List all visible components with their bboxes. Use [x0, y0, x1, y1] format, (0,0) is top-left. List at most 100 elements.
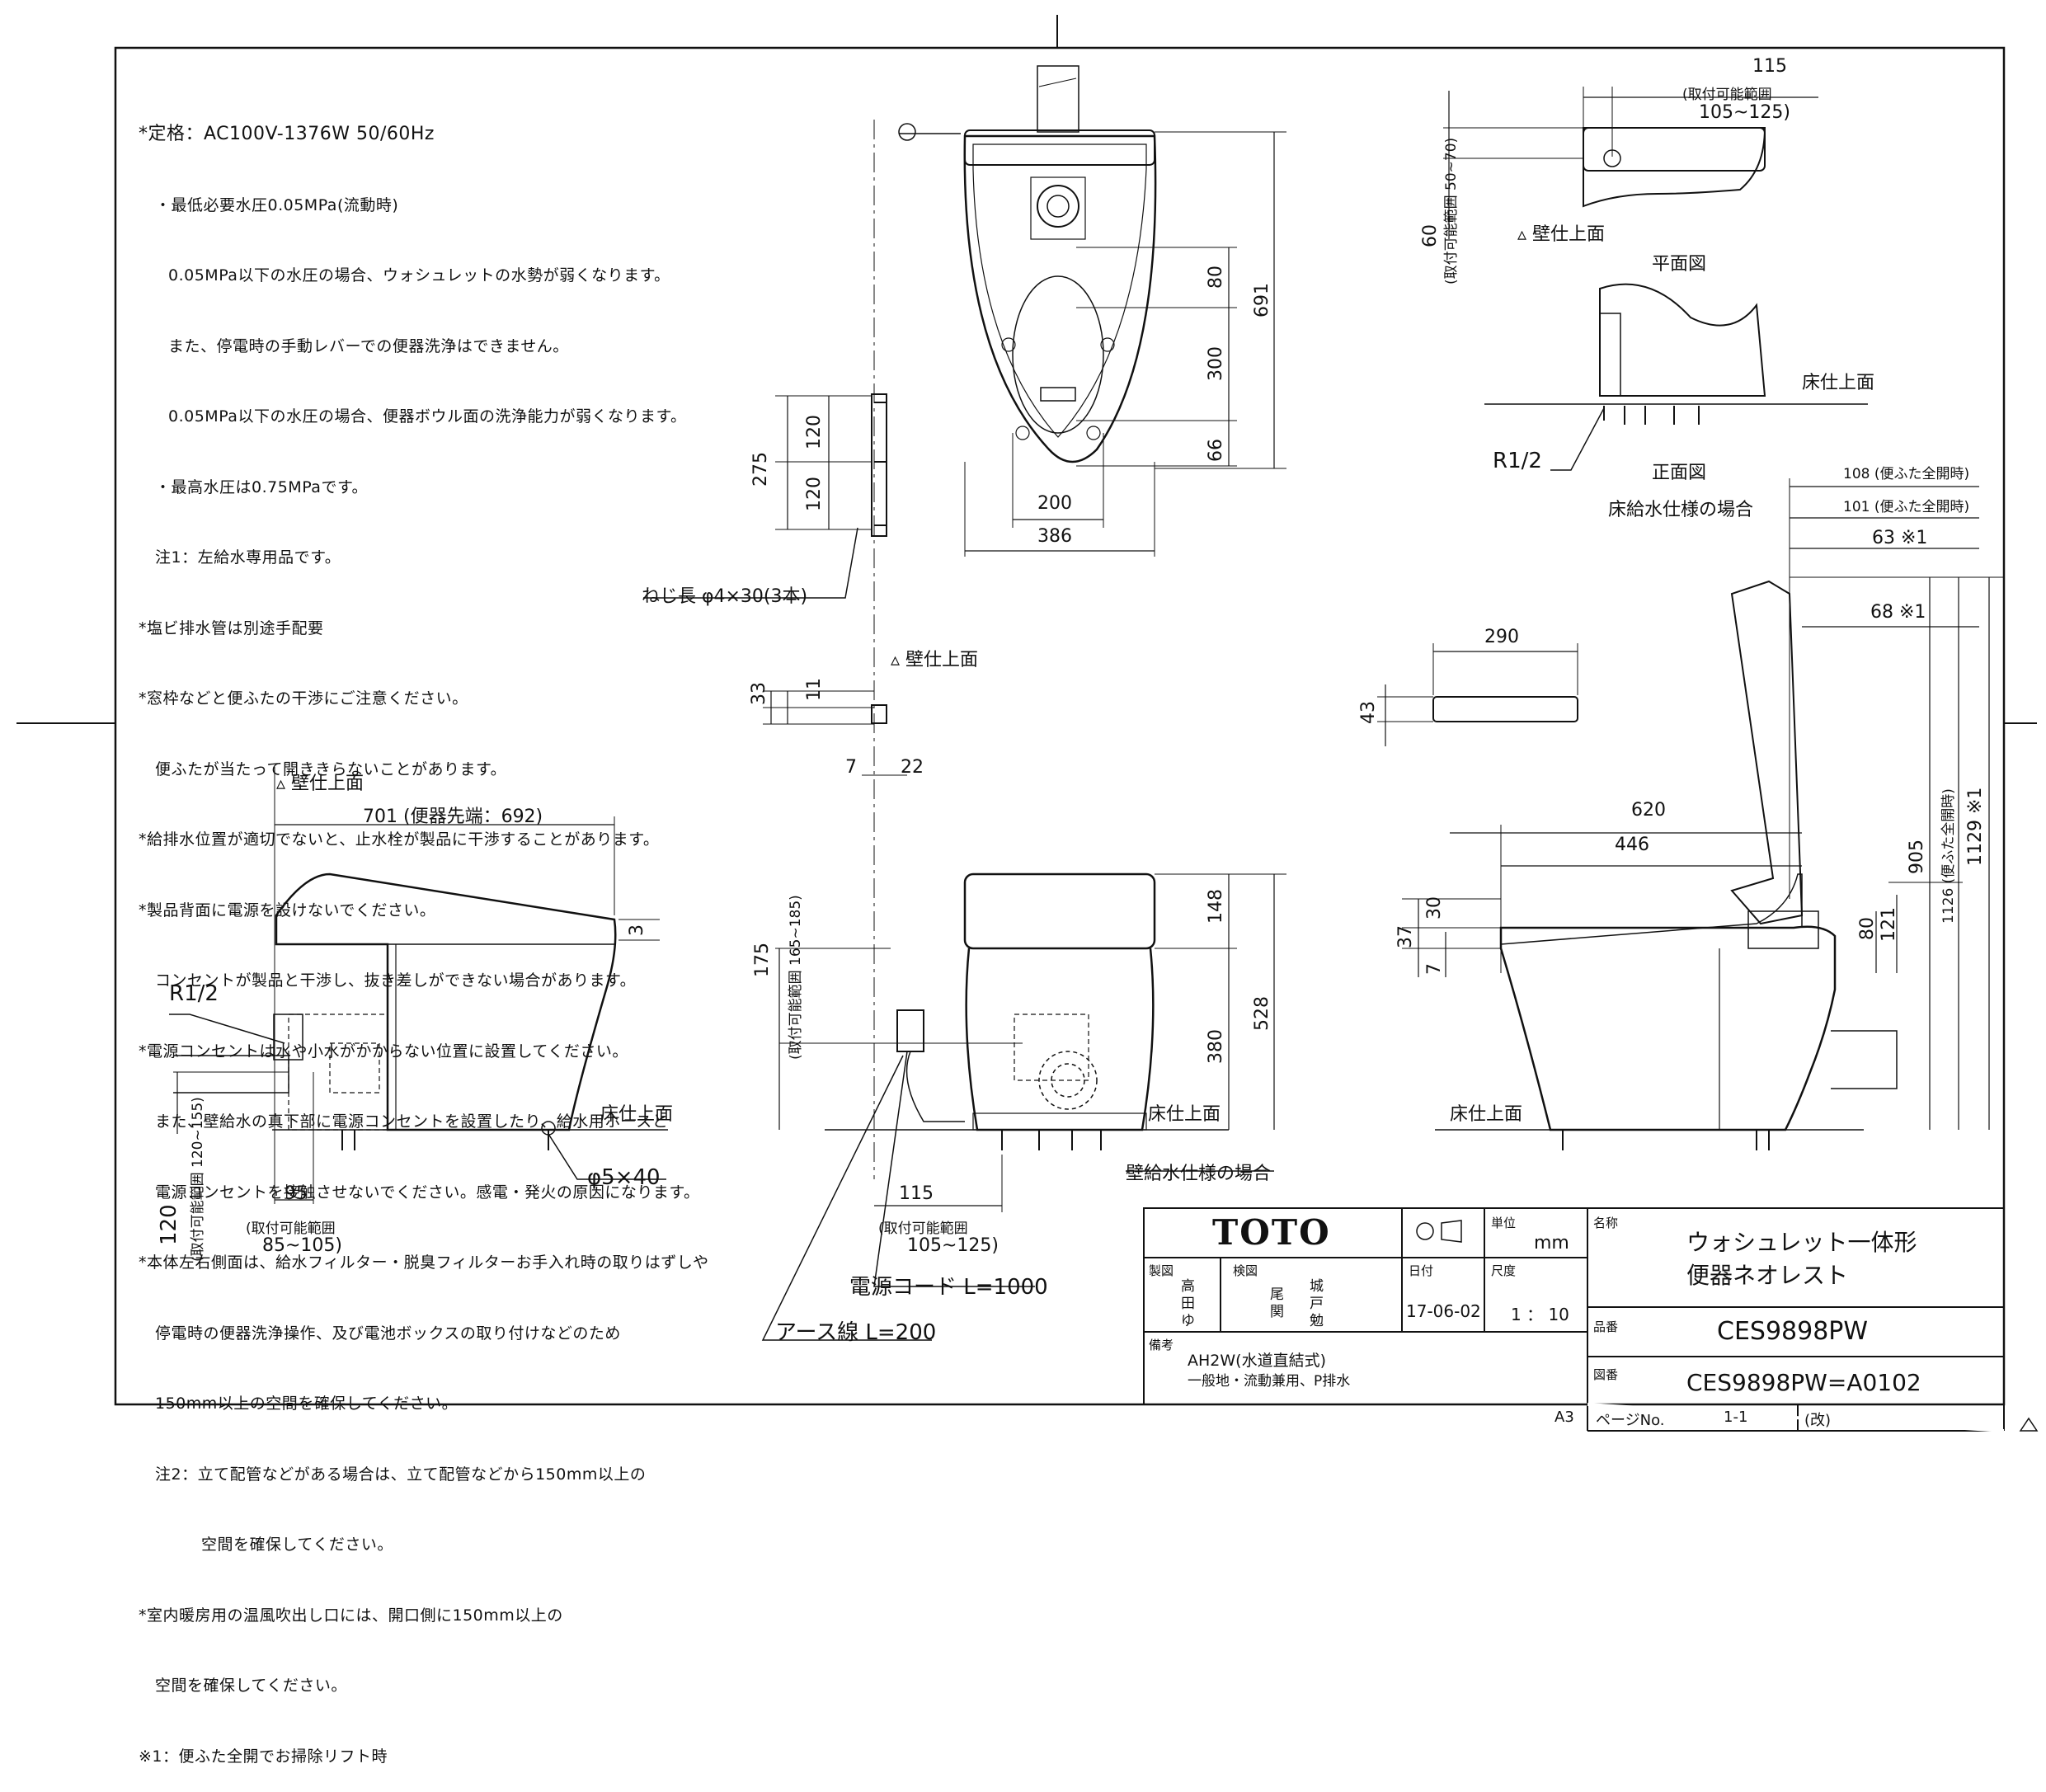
page-value: 1-1 — [1724, 1409, 1748, 1426]
dim-290: 290 — [1484, 627, 1519, 647]
product-name-1: ウォシュレット一体形 — [1686, 1229, 1917, 1256]
dim-range-105-125: 105~125) — [1699, 102, 1790, 123]
dim-175: 175 — [752, 943, 773, 977]
dim-7-b: 7 — [1424, 963, 1445, 975]
unit-label: 単位 — [1491, 1216, 1517, 1230]
note-line: 0.05MPa以下の水圧の場合、ウォシュレットの水勢が弱くなります。 — [168, 266, 670, 285]
dim-66: 66 — [1206, 439, 1226, 462]
note-line: ※1：便ふた全開でお掃除リフト時 — [139, 1747, 388, 1766]
dim-120-b: 120 — [804, 477, 825, 511]
dim-386: 386 — [1037, 526, 1072, 547]
dim-30: 30 — [1424, 896, 1445, 920]
paper-size: A3 — [1554, 1409, 1574, 1426]
projection-symbol — [1416, 1222, 1434, 1240]
dim-43: 43 — [1358, 701, 1379, 724]
drawing-label: 図番 — [1593, 1367, 1619, 1382]
label-r12-2: R1/2 — [169, 981, 219, 1006]
note-line: *塩ビ排水管は別途手配要 — [139, 618, 324, 637]
dim-101: 101 (便ふた全開時) — [1843, 499, 1970, 515]
note-1: AH2W(水道直結式) — [1188, 1352, 1326, 1370]
note-line: ・最高水圧は0.75MPaです。 — [155, 477, 369, 496]
dim-80-b: 80 — [1857, 917, 1878, 940]
dim-620: 620 — [1631, 800, 1666, 821]
dim-1129: 1129 ※1 — [1965, 787, 1986, 866]
dim-11: 11 — [804, 678, 825, 701]
label-earth-wire: アース線 L=200 — [775, 1320, 937, 1345]
dim-691: 691 — [1252, 283, 1272, 317]
note-line: *電源コンセントは水や小水がかからない位置に設置してください。 — [139, 1042, 628, 1061]
note-line: *製品背面に電源を設けないでください。 — [139, 901, 436, 920]
product-name-2: 便器ネオレスト — [1686, 1262, 1849, 1289]
dim-3: 3 — [627, 924, 647, 936]
scale-value: 1 ： 10 — [1511, 1305, 1569, 1324]
dim-108: 108 (便ふた全開時) — [1843, 466, 1970, 482]
dim-7: 7 — [845, 757, 857, 778]
dim-range-label: (取付可能範囲 — [1682, 87, 1772, 103]
label-plan-view: 平面図 — [1652, 254, 1707, 275]
remote-view — [763, 643, 1578, 776]
label-floor-top-1: 床仕上面 — [1802, 373, 1875, 393]
dim-446: 446 — [1615, 835, 1649, 855]
note-line: 空間を確保してください。 — [155, 1677, 347, 1695]
dim-121: 121 — [1879, 907, 1899, 942]
label-wall-top-2: ▵ 壁仕上面 — [891, 650, 979, 670]
note-line: *窓枠などと便ふたの干渉にご注意ください。 — [139, 689, 468, 708]
dim-80: 80 — [1206, 266, 1226, 289]
note-line: 注2：立て配管などがある場合は、立て配管などから150mm以上の — [155, 1465, 647, 1484]
label-floor-supply: 床給水仕様の場合 — [1608, 500, 1754, 520]
label-wall-top-3: ▵ 壁仕上面 — [276, 774, 365, 794]
dim-range-85-105b: 85~105) — [262, 1235, 343, 1256]
dim-115-b: 115 — [899, 1183, 934, 1204]
note-line: *室内暖房用の温風吹出し口には、開口側に150mm以上の — [139, 1606, 563, 1625]
border-frame — [114, 46, 2006, 1406]
note-line: また、壁給水の真下部に電源コンセントを設置したり、給水用ホースと — [155, 1112, 669, 1131]
dim-63: 63 ※1 — [1872, 528, 1928, 548]
label-floor-top-2: 床仕上面 — [600, 1104, 674, 1125]
dim-range-120-155: (取付可能範囲 120~155) — [190, 1097, 206, 1262]
note-line: 便ふたが当たって開ききらないことがあります。 — [155, 760, 507, 778]
name-label: 名称 — [1593, 1216, 1619, 1230]
dim-range-165-185: (取付可能範囲 165~185) — [788, 895, 804, 1060]
drawing-number: CES9898PW=A0102 — [1686, 1369, 1921, 1396]
dim-115: 115 — [1752, 56, 1787, 77]
dim-148: 148 — [1206, 889, 1226, 924]
dim-1126: 1126 (便ふた全開時) — [1940, 788, 1957, 924]
dim-range-50-70: (取付可能範囲 50~70) — [1443, 137, 1460, 285]
note-line: *定格：AC100V-1376W 50/60Hz — [139, 124, 435, 144]
note-line: ・最低必要水圧0.05MPa(流動時) — [155, 195, 399, 214]
side-view-right — [1402, 478, 2004, 1150]
label-front-view: 正面図 — [1652, 463, 1707, 483]
checked-by-2: 城 戸 勉 — [1310, 1278, 1324, 1329]
note-line: 注1：左給水専用品です。 — [155, 548, 341, 567]
part-number: CES9898PW — [1717, 1317, 1869, 1346]
checked-by: 尾 関 — [1270, 1286, 1284, 1320]
scale-label: 尺度 — [1491, 1263, 1517, 1278]
label-floor-top-4: 床仕上面 — [1450, 1104, 1523, 1125]
side-view-left — [169, 767, 668, 1204]
plan-view — [1443, 87, 1868, 471]
date-value: 17-06-02 — [1406, 1301, 1481, 1321]
label-floor-top-3: 床仕上面 — [1148, 1104, 1221, 1125]
dim-701: 701 (便器先端：692) — [363, 807, 543, 827]
drawn-label: 製図 — [1149, 1263, 1174, 1278]
dim-68: 68 ※1 — [1870, 602, 1926, 623]
unit-value: mm — [1534, 1233, 1569, 1253]
dim-275: 275 — [750, 452, 771, 487]
drawing-canvas — [16, 15, 2039, 1432]
check-label: 検図 — [1233, 1263, 1258, 1278]
note-line: *給排水位置が適切でないと、止水栓が製品に干渉することがあります。 — [139, 830, 660, 849]
dim-22: 22 — [901, 757, 924, 778]
dim-60: 60 — [1420, 224, 1441, 247]
note-line: 150mm以上の空間を確保してください。 — [155, 1395, 459, 1413]
note-line: また、停電時の手動レバーでの便器洗浄はできません。 — [168, 336, 569, 355]
label-wall-supply: 壁給水仕様の場合 — [1126, 1164, 1272, 1184]
part-label: 品番 — [1593, 1319, 1619, 1334]
note-line: 停電時の便器洗浄操作、及び電池ボックスの取り付けなどのため — [155, 1324, 621, 1343]
triangle-mark — [2019, 1417, 2039, 1432]
date-label: 日付 — [1409, 1263, 1434, 1278]
note-line: コンセントが製品と干渉し、抜き差しができない場合があります。 — [155, 971, 637, 990]
drawn-by: 高 田 ゆ — [1181, 1278, 1195, 1329]
dim-380: 380 — [1206, 1029, 1226, 1064]
dim-range-85-105: (取付可能範囲 — [246, 1221, 336, 1237]
dim-528: 528 — [1252, 996, 1272, 1031]
